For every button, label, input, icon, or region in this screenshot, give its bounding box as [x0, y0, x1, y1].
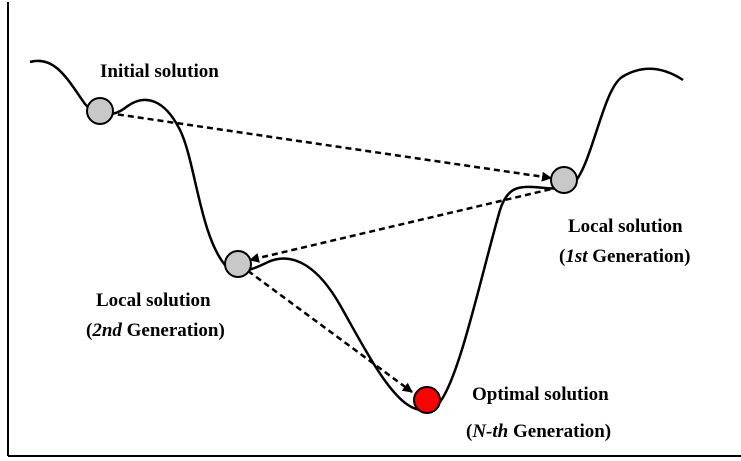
- initial-solution-label: Initial solution: [100, 61, 219, 82]
- local-solution-2nd-title: Local solution: [96, 290, 211, 311]
- local-solution-2nd-generation: (2nd Generation): [86, 320, 225, 341]
- local-solution-2nd-ball: [224, 250, 252, 278]
- initial-solution-ball: [86, 97, 114, 125]
- arrow-second-to-optimal: [239, 263, 413, 394]
- local-solution-1st-ball: [550, 166, 578, 194]
- local-solution-1st-title: Local solution: [568, 216, 683, 237]
- optimal-solution-title: Optimal solution: [472, 384, 609, 405]
- arrow-first-to-second: [249, 185, 561, 263]
- optimal-solution-ball: [413, 386, 441, 414]
- optimal-solution-generation: (N-th Generation): [466, 421, 611, 442]
- local-solution-1st-generation: (1st Generation): [559, 246, 690, 267]
- arrow-initial-to-first: [107, 111, 552, 182]
